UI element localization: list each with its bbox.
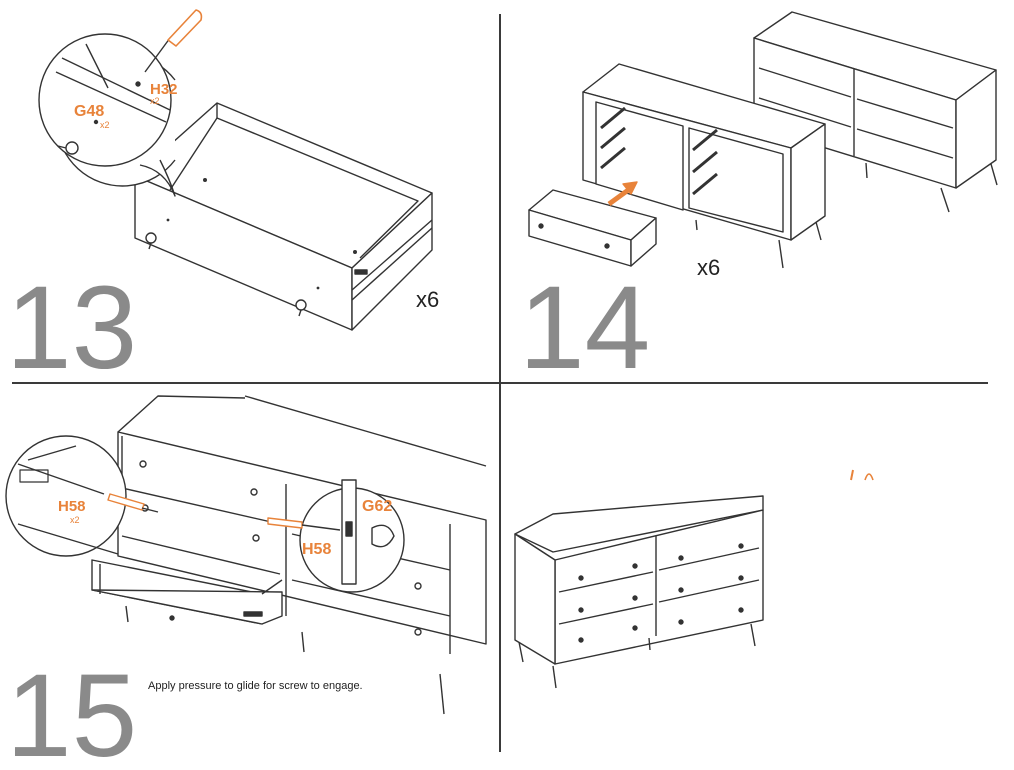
insert-arrow	[607, 185, 633, 207]
part-label-g62: G62	[362, 498, 392, 515]
step-number: 15	[6, 650, 137, 770]
screwdriver-icon	[267, 517, 341, 531]
part-label-h58: H58	[58, 498, 86, 515]
dresser-carcass-illustration	[582, 63, 826, 269]
part-label-h32: H32	[150, 81, 178, 98]
step-14-panel: x6 14	[519, 11, 998, 382]
step-13-panel: H32 x2 G48 x2 x6 13	[6, 9, 439, 382]
horizontal-divider	[12, 382, 988, 384]
drawer-knob	[145, 232, 307, 317]
screwdriver-icon	[144, 9, 203, 73]
step-number: 13	[6, 262, 137, 382]
screw-marks	[166, 178, 357, 290]
drawer-pulled-out-illustration	[91, 559, 283, 625]
quantity-label: x6	[697, 255, 720, 280]
left-magnifier	[5, 435, 127, 557]
decorative-mark	[850, 469, 874, 481]
part-qty-h58: x2	[70, 515, 80, 525]
drawer-illustration	[528, 189, 657, 267]
dresser-assembled-illustration	[514, 495, 764, 689]
part-qty-h32: x2	[150, 96, 160, 106]
dresser-complete-illustration	[753, 11, 998, 213]
screwdriver-icon	[107, 493, 159, 513]
step-15-panel: H58 x2 G62 H58 15	[5, 395, 487, 770]
detail-magnifier	[38, 33, 176, 197]
drawer-box-illustration	[134, 102, 433, 331]
final-panel	[514, 469, 874, 689]
instruction-caption: Apply pressure to glide for screw to eng…	[148, 680, 363, 692]
part-label-h58-right: H58	[302, 541, 331, 558]
part-qty-g48: x2	[100, 120, 110, 130]
right-magnifier	[299, 479, 405, 593]
step-number: 14	[519, 262, 650, 382]
quantity-label: x6	[416, 287, 439, 312]
part-label-g48: G48	[74, 103, 104, 120]
